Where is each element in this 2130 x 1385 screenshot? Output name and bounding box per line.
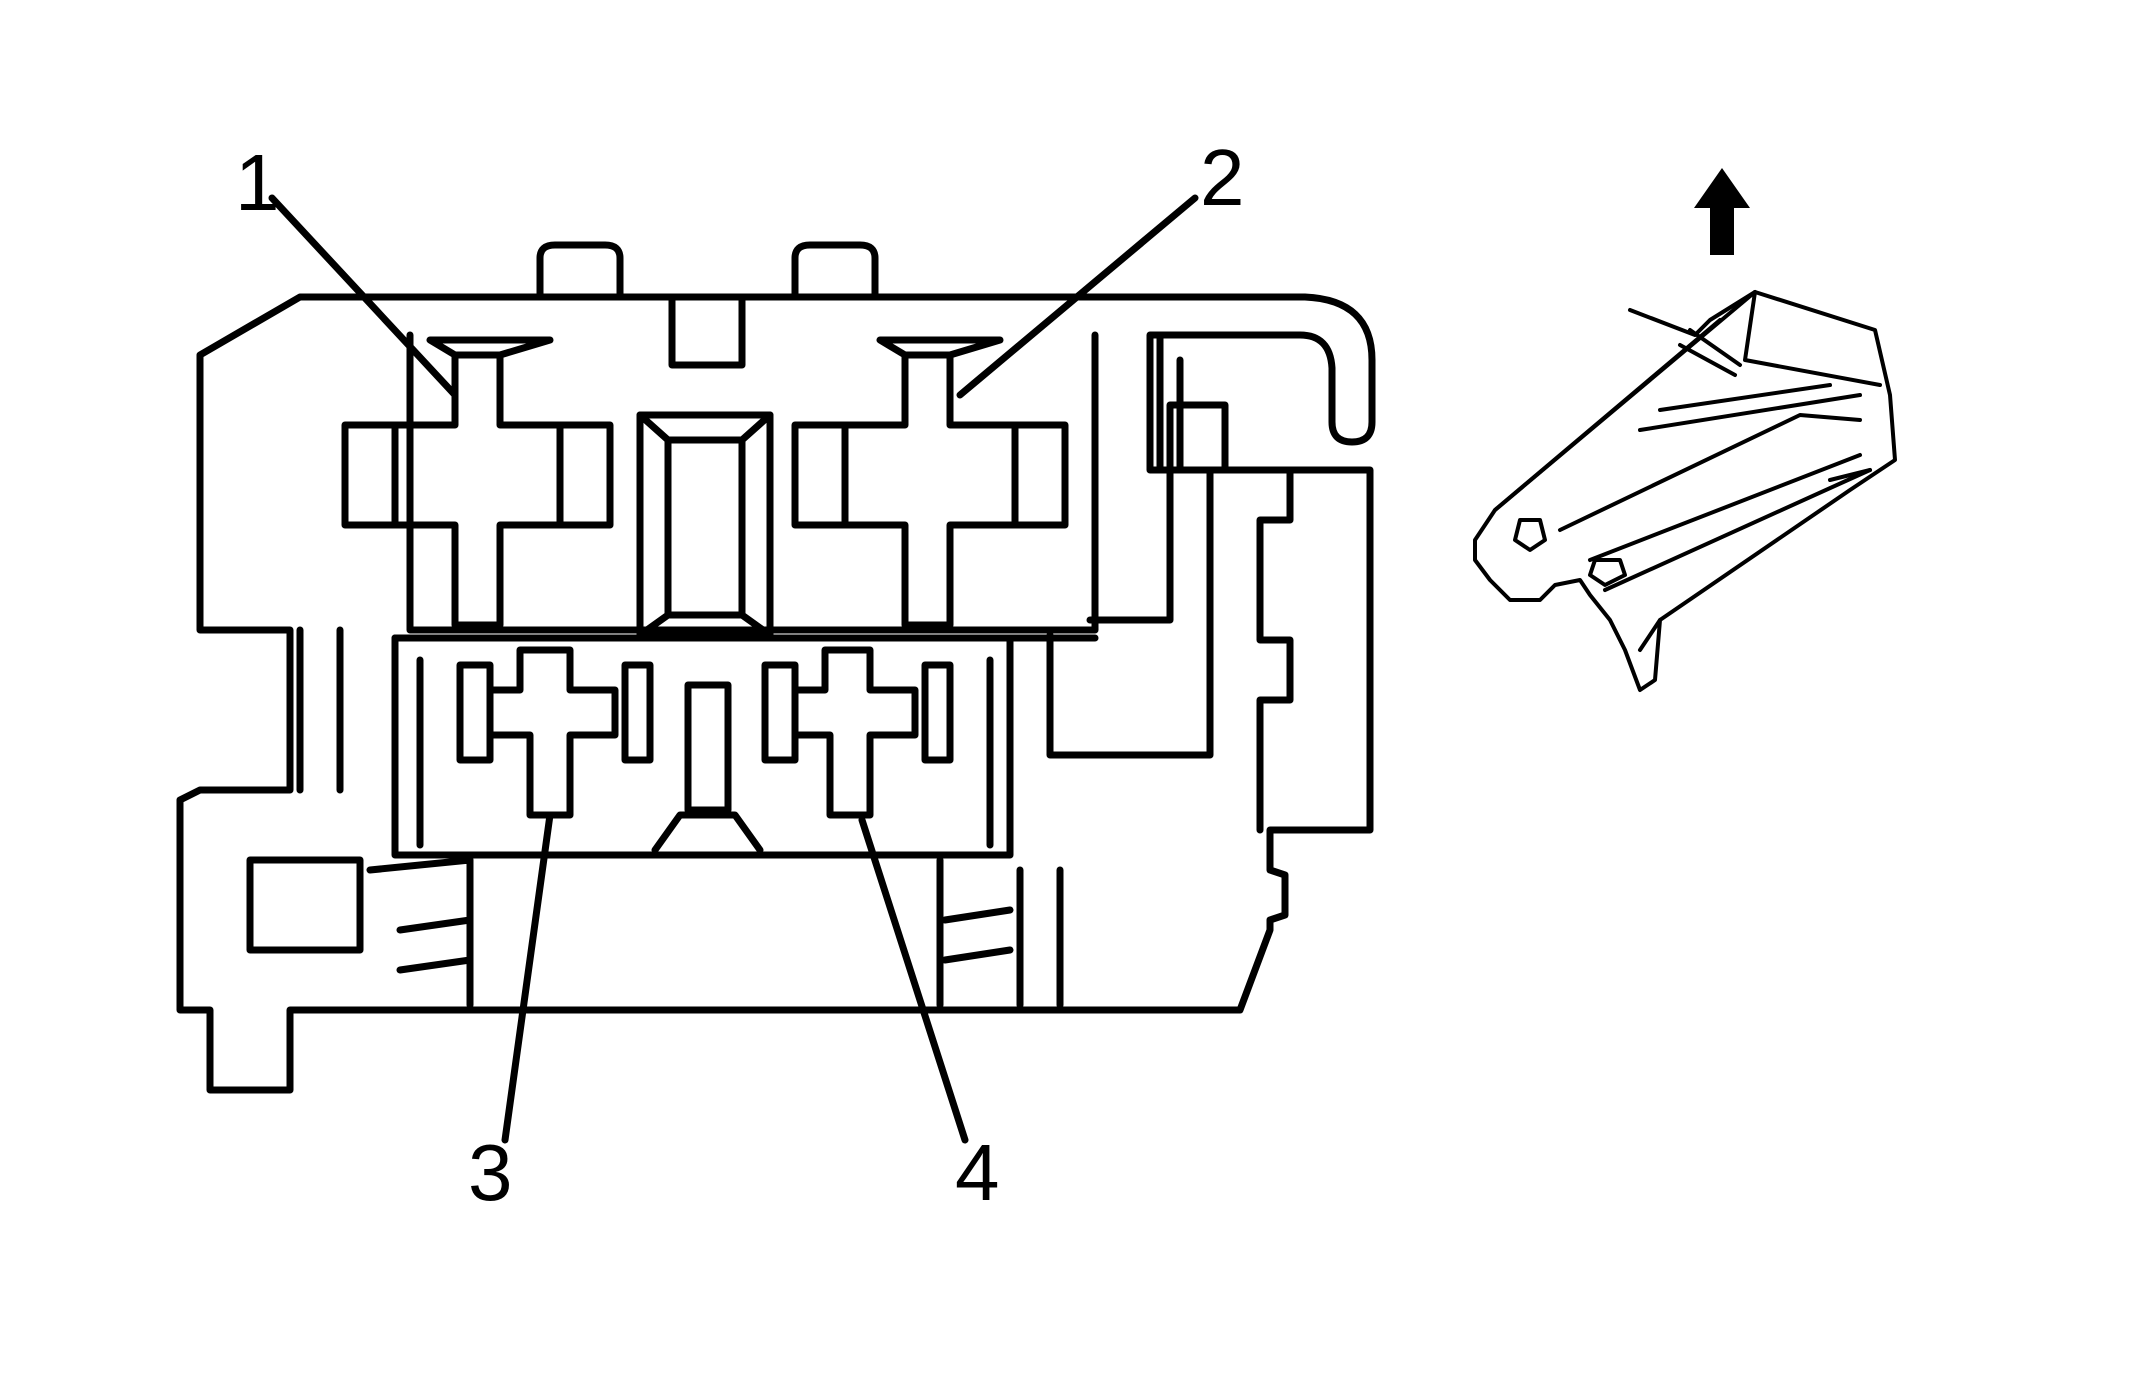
lower-band	[391, 634, 1014, 859]
top-bump-right	[791, 241, 879, 301]
pin-cavity-4	[761, 646, 954, 819]
pin-label-4: 4	[955, 1128, 1000, 1217]
pin-cavity-2	[791, 336, 1069, 629]
pin-label-2: 2	[1200, 133, 1245, 222]
leader-line-4	[858, 816, 969, 1144]
centre-slot-upper	[636, 411, 774, 639]
arrow-up-icon	[1694, 168, 1750, 255]
leader-line-1	[268, 194, 459, 399]
connector-housing	[176, 241, 1376, 1094]
pin-label-3: 3	[468, 1128, 513, 1217]
top-notch	[668, 293, 746, 369]
leader-line-3	[501, 811, 554, 1144]
pin-cavity-1	[341, 336, 614, 629]
inner-frame	[406, 331, 1099, 634]
leader-line-2	[956, 194, 1199, 399]
housing-outline	[176, 293, 1376, 1094]
pin-cavity-3	[456, 646, 654, 819]
top-bump-left	[536, 241, 624, 301]
connector-isometric-icon	[1473, 290, 1897, 692]
pin-label-1: 1	[235, 138, 280, 227]
centre-slot-lower	[684, 681, 732, 814]
